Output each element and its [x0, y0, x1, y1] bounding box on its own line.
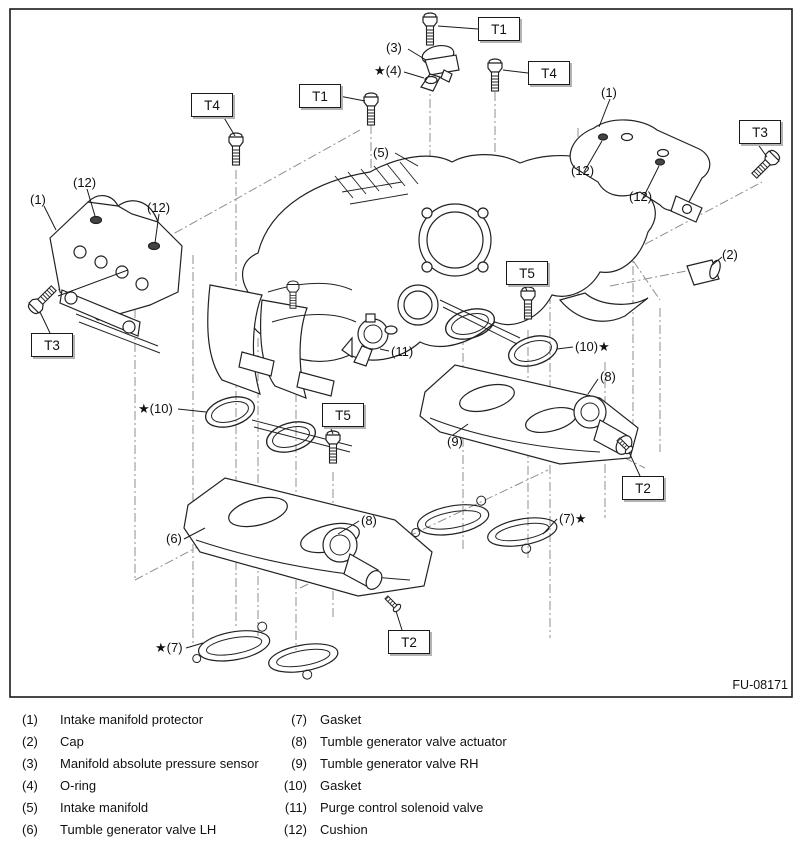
legend-label: O-ring — [60, 778, 97, 793]
callout-4-star: ★(4) — [374, 63, 402, 78]
legend-item-5: (5) Intake manifold — [22, 800, 148, 816]
legend-num: (2) — [22, 734, 38, 749]
torque-box-t2-right: T2 — [622, 476, 664, 500]
torque-box-t4-top: T4 — [528, 61, 570, 85]
legend-item-4: (4) O-ring — [22, 778, 96, 794]
callout-12-r1: (12) — [571, 163, 595, 178]
cap-drawing — [686, 259, 721, 286]
legend-item-1: (1) Intake manifold protector — [22, 712, 203, 728]
legend-label: Intake manifold — [60, 800, 149, 815]
callout-3: (3) — [386, 40, 402, 55]
legend-num: (10) — [283, 778, 307, 793]
legend-item-12: (12) Cushion — [275, 822, 368, 838]
torque-box-t1-mid: T1 — [299, 84, 341, 108]
legend-num: (8) — [291, 734, 307, 749]
legend-item-10: (10) Gasket — [275, 778, 361, 794]
torque-box-t3-right: T3 — [739, 120, 781, 144]
legend-num: (1) — [22, 712, 38, 727]
legend-label: Intake manifold protector — [60, 712, 204, 727]
legend-label: Gasket — [320, 778, 362, 793]
callout-6: (6) — [166, 531, 182, 546]
legend-item-9: (9) Tumble generator valve RH — [275, 756, 478, 772]
callout-7-star-r: (7)★ — [559, 511, 587, 526]
intake-manifold-drawing — [207, 154, 656, 399]
legend-num: (5) — [22, 800, 38, 815]
legend-item-2: (2) Cap — [22, 734, 84, 750]
callout-2: (2) — [722, 247, 738, 262]
legend-label: Tumble generator valve actuator — [320, 734, 507, 749]
torque-box-t3-left: T3 — [31, 333, 73, 357]
legend-num: (6) — [22, 822, 38, 837]
torque-box-t5-left: T5 — [322, 403, 364, 427]
callout-10-star-r: (10)★ — [575, 339, 610, 354]
legend-num: (3) — [22, 756, 38, 771]
callout-12-l2: (12) — [147, 200, 171, 215]
figure-code: FU-08171 — [732, 678, 788, 692]
callout-11: (11) — [391, 344, 414, 359]
legend-label: Cap — [60, 734, 84, 749]
legend-label: Cushion — [320, 822, 368, 837]
figure-border — [9, 8, 793, 698]
legend-label: Gasket — [320, 712, 362, 727]
legend-label: Tumble generator valve LH — [60, 822, 217, 837]
callout-9: (9) — [447, 434, 463, 449]
legend-item-11: (11) Purge control solenoid valve — [275, 800, 483, 816]
torque-box-t2-bottom: T2 — [388, 630, 430, 654]
purge-solenoid-drawing — [341, 313, 398, 367]
torque-box-t5-right: T5 — [506, 261, 548, 285]
callout-12-r2: (12) — [629, 189, 653, 204]
tumble-valve-rh-drawing — [419, 364, 639, 465]
right-protector-drawing — [569, 119, 711, 223]
legend-num: (12) — [283, 822, 307, 837]
legend-label: Purge control solenoid valve — [320, 800, 484, 815]
callout-7-star-l: ★(7) — [155, 640, 183, 655]
legend-item-3: (3) Manifold absolute pressure sensor — [22, 756, 259, 772]
legend-item-7: (7) Gasket — [275, 712, 361, 728]
legend-num: (9) — [291, 756, 307, 771]
callout-12-l1: (12) — [73, 175, 97, 190]
legend-label: Manifold absolute pressure sensor — [60, 756, 259, 771]
legend-num: (11) — [284, 800, 307, 815]
callout-8-right: (8) — [600, 369, 616, 384]
left-protector-drawing — [49, 195, 183, 354]
leader-lines — [39, 25, 768, 649]
map-sensor-drawing — [420, 44, 460, 92]
callout-1-right: (1) — [601, 85, 617, 100]
callout-8-bottom: (8) — [361, 513, 377, 528]
legend-item-6: (6) Tumble generator valve LH — [22, 822, 216, 838]
legend-num: (7) — [291, 712, 307, 727]
tgv-actuator-lh-drawing — [322, 527, 383, 590]
legend-item-8: (8) Tumble generator valve actuator — [275, 734, 507, 750]
legend-label: Tumble generator valve RH — [320, 756, 479, 771]
tumble-valve-lh-drawing — [183, 477, 433, 597]
callout-1-left: (1) — [30, 192, 46, 207]
callout-10-star-l: ★(10) — [138, 401, 173, 416]
legend-num: (4) — [22, 778, 38, 793]
torque-box-t4-left: T4 — [191, 93, 233, 117]
callout-5: (5) — [373, 145, 389, 160]
torque-box-t1-top: T1 — [478, 17, 520, 41]
exploded-diagram-canvas — [9, 8, 793, 699]
o-ring-drawing — [424, 75, 438, 85]
